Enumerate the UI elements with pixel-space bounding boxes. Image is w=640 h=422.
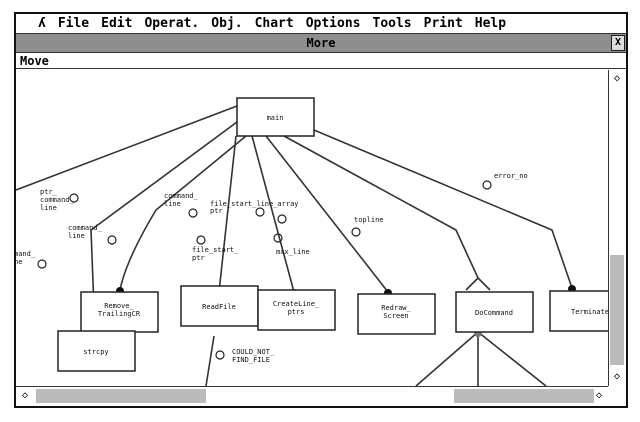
window-title: More <box>306 36 336 50</box>
module-label-main: main <box>267 114 284 122</box>
menu-print[interactable]: Print <box>423 16 463 31</box>
module-main[interactable] <box>236 97 315 137</box>
data-couple-icon <box>196 235 206 245</box>
menu-help[interactable]: Help <box>474 16 507 31</box>
module-label-remove-trailingcr: Remove_ <box>104 302 134 310</box>
menu-edit[interactable]: Edit <box>101 16 133 31</box>
scroll-left-arrow[interactable]: ◇ <box>21 390 29 401</box>
couple-label-could-not-find-file: COULD_NOT_ <box>232 348 275 356</box>
scroll-right-arrow[interactable]: ◇ <box>595 390 603 401</box>
module-label-readfile: ReadFile <box>202 303 236 311</box>
module-remove-trailingcr[interactable] <box>80 291 159 333</box>
couple-label-ptr-command-line: line <box>40 204 57 212</box>
module-label-createline-ptrs: CreateLine_ <box>273 300 320 308</box>
vertical-scroll-thumb[interactable] <box>610 255 624 365</box>
data-couple-icon <box>277 214 287 224</box>
close-button[interactable]: X <box>611 35 625 51</box>
menu-chart[interactable]: Chart <box>254 16 294 31</box>
module-label-createline-ptrs: ptrs <box>288 308 305 316</box>
module-label-remove-trailingcr: TrailingCR <box>98 310 141 318</box>
connector <box>465 277 491 291</box>
chart-window: ʎ File Edit Operat. Obj. Chart Options T… <box>14 12 628 408</box>
connector <box>415 331 547 386</box>
connector <box>16 105 238 191</box>
menu-file[interactable]: File <box>57 16 90 31</box>
module-strcpy[interactable] <box>57 330 136 372</box>
horizontal-scroll-track[interactable] <box>36 389 206 403</box>
data-couple-icon <box>188 208 198 218</box>
couple-label-max-line: max_line <box>276 248 310 256</box>
module-redraw-screen[interactable] <box>357 293 436 335</box>
couple-label-ptr: ptr <box>210 207 223 215</box>
connector <box>205 335 215 386</box>
couple-label-command-line: mand_ <box>16 250 36 258</box>
couple-label-command-line: command_ <box>164 192 199 200</box>
data-couple-icon <box>255 207 265 217</box>
data-couple-icon <box>107 235 117 245</box>
apple-menu[interactable]: ʎ <box>38 16 46 31</box>
connector <box>251 135 295 293</box>
horizontal-scrollbar[interactable]: ◇ ◇ <box>16 386 608 405</box>
module-createline-ptrs[interactable] <box>257 289 336 331</box>
connector <box>313 129 573 289</box>
couple-label-command-line: ne <box>16 258 22 266</box>
data-couple-icon <box>215 350 225 360</box>
couple-label-command-line: line <box>164 200 181 208</box>
module-label-redraw-screen: Redraw_ <box>381 304 411 312</box>
couple-label-error-no: error_no <box>494 172 528 180</box>
couple-label-file-start-ptr: ptr <box>192 254 205 262</box>
couple-label-command-line: command_ <box>68 224 103 232</box>
connector <box>265 135 389 293</box>
module-label-redraw-screen: Screen <box>383 312 408 320</box>
couple-label-ptr-command-line: ptr_ <box>40 188 58 196</box>
mode-label: Move <box>16 53 626 69</box>
module-label-terminate: Terminate <box>571 308 608 316</box>
window-title-bar[interactable]: More X <box>16 34 626 53</box>
couple-label-file-start-line-array: file_start_line_array <box>210 200 299 208</box>
module-terminate[interactable] <box>549 290 608 332</box>
module-readfile[interactable] <box>180 285 259 327</box>
couple-label-topline: topline <box>354 216 384 224</box>
connector <box>218 135 237 293</box>
couple-label-command-line: line <box>68 232 85 240</box>
couple-label-could-not-find-file: FIND_FILE <box>232 356 270 364</box>
horizontal-scroll-thumb[interactable] <box>454 389 594 403</box>
module-label-strcpy: strcpy <box>83 348 108 356</box>
vertical-scrollbar[interactable]: ◇ ◇ <box>608 70 625 386</box>
connector <box>119 135 247 291</box>
couple-label-ptr-command-line: command_ <box>40 196 75 204</box>
module-docommand[interactable] <box>455 291 534 333</box>
scroll-up-arrow[interactable]: ◇ <box>613 73 621 84</box>
scroll-down-arrow[interactable]: ◇ <box>613 371 621 382</box>
data-couple-icon <box>273 233 283 243</box>
module-label-docommand: DoCommand <box>475 309 513 317</box>
menu-operat[interactable]: Operat. <box>144 16 200 31</box>
menu-obj[interactable]: Obj. <box>211 16 243 31</box>
data-couple-icon <box>482 180 492 190</box>
data-couple-icon <box>351 227 361 237</box>
menu-options[interactable]: Options <box>305 16 361 31</box>
menu-tools[interactable]: Tools <box>372 16 412 31</box>
couple-label-file-start-ptr: file_start_ <box>192 246 239 254</box>
data-couple-icon <box>37 259 47 269</box>
menu-bar: ʎ File Edit Operat. Obj. Chart Options T… <box>16 14 626 34</box>
connector <box>283 135 479 279</box>
data-couple-icon <box>69 193 79 203</box>
